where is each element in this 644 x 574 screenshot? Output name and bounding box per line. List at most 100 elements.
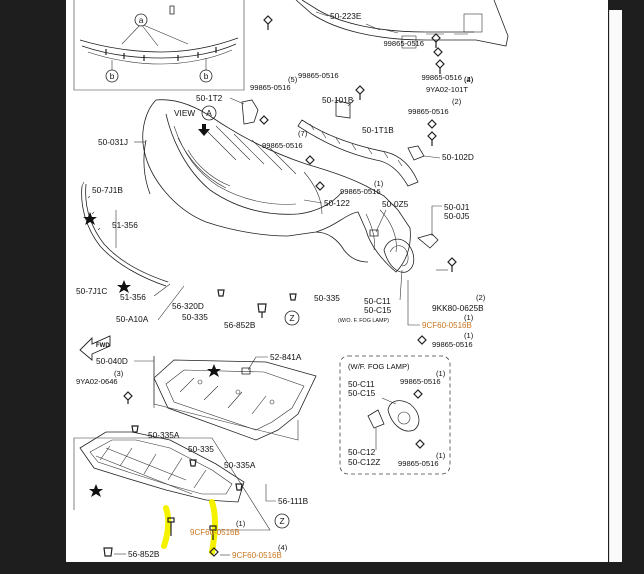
bolt-icon xyxy=(355,85,365,100)
label-50-335-a: 50-335 xyxy=(182,312,208,322)
side-moulding-50-7J1B xyxy=(81,181,169,287)
label-99865-0516-c: 99865-0516 xyxy=(250,83,291,92)
qty-3: (3) xyxy=(114,369,124,378)
label-9YA02-0646: 9YA02-0646 xyxy=(76,377,118,386)
bolt-icon xyxy=(123,391,133,404)
label-50-C12Z: 50-C12Z xyxy=(348,457,380,467)
clip-icon xyxy=(103,547,113,557)
qty-1-d: (1) xyxy=(436,369,446,378)
view-letter-a: A xyxy=(206,108,212,118)
front-bumper-fascia xyxy=(142,99,411,273)
bolt-icon xyxy=(263,15,273,30)
callout-b-left: b xyxy=(110,71,115,81)
star-icon xyxy=(207,364,221,377)
zone-z-marker: Z xyxy=(289,313,294,323)
label-50-7J1B: 50-7J1B xyxy=(92,185,123,195)
label-50-C15-b: 50-C15 xyxy=(348,388,376,398)
label-50-1T1B: 50-1T1B xyxy=(362,125,394,135)
qty-4-a: (4) xyxy=(464,75,474,84)
view-arrow-icon xyxy=(198,124,210,136)
bolt-icon xyxy=(315,181,325,191)
bolt-icon xyxy=(259,115,269,125)
label-56-111B: 56-111B xyxy=(278,496,309,506)
label-50-223E: 50-223E xyxy=(330,11,362,21)
label-50-335A-b: 50-335A xyxy=(224,460,256,470)
label-52-841A: 52-841A xyxy=(270,352,302,362)
bolt-icon xyxy=(447,257,457,272)
label-99865-0516-h: 99865-0516 xyxy=(340,187,381,196)
highlight-mark-left xyxy=(161,505,172,549)
parts-diagram-sheet: a b b 50-223E 99865-0516 99865-0516 (2) … xyxy=(66,0,608,562)
label-9YA02-101T: 9YA02-101T xyxy=(426,85,468,94)
bolt-icon xyxy=(427,131,437,146)
label-99865-0516-f: 99865-0516 xyxy=(408,107,449,116)
vertical-scrollbar[interactable] xyxy=(609,10,622,562)
label-50-C15-a: 50-C15 xyxy=(364,305,392,315)
label-50-7J1C: 50-7J1C xyxy=(76,286,107,296)
label-50-1T2: 50-1T2 xyxy=(196,93,223,103)
label-9CF60-0516B-highlight-c: 9CF60-0516B xyxy=(232,551,282,560)
clip-icon xyxy=(189,459,197,467)
label-51-356-a: 51-356 xyxy=(112,220,138,230)
label-with-fog-lamp: (W/F. FOG LAMP) xyxy=(348,362,410,371)
label-50-C11-b: 50-C11 xyxy=(348,379,375,389)
bolt-icon xyxy=(209,547,219,557)
bolt-icon xyxy=(431,33,441,48)
bracket-50-102D xyxy=(407,145,425,161)
bumper-reinforcement: 50-223E 99865-0516 99865-0516 (2) (4) 9Y… xyxy=(263,0,509,94)
lower-under-cover-56-111B xyxy=(79,431,245,503)
clip-icon xyxy=(235,483,243,491)
label-9CF60-0516B-highlight-b: 9CF60-0516B xyxy=(190,528,240,537)
bolt-icon xyxy=(427,119,437,129)
label-50-0Z5: 50-0Z5 xyxy=(382,199,409,209)
label-9CF60-0516B-highlight-a: 9CF60-0516B xyxy=(422,321,472,330)
clip-icon xyxy=(131,425,139,433)
label-50-101B: 50-101B xyxy=(322,95,354,105)
forward-arrow-icon: FWD xyxy=(79,335,111,361)
window-frame-left xyxy=(0,0,66,574)
view-label: VIEW xyxy=(174,108,195,118)
star-icon xyxy=(117,280,131,293)
bolt-icon xyxy=(433,47,443,57)
label-50-335-c: 50-335 xyxy=(188,444,214,454)
highlight-mark-right xyxy=(209,499,218,555)
label-99865-0516-top: 99865-0516 xyxy=(383,39,424,48)
qty-5: (5) xyxy=(288,75,298,84)
label-50-C12: 50-C12 xyxy=(348,447,376,457)
star-icon xyxy=(83,212,97,225)
label-99865-0516-k: 99865-0516 xyxy=(398,459,439,468)
window-frame-right xyxy=(624,0,644,574)
label-50-040D: 50-040D xyxy=(96,356,128,366)
callout-b-right: b xyxy=(204,71,209,81)
label-50-102D: 50-102D xyxy=(442,152,474,162)
label-50-C11-a: 50-C11 xyxy=(364,296,391,306)
clip-icon xyxy=(217,289,225,297)
label-50-031J: 50-031J xyxy=(98,137,128,147)
label-50-A10A: 50-A10A xyxy=(116,314,149,324)
label-99865-0516-b: 99865-0516 xyxy=(421,73,462,82)
fog-bezel-without-fog-lamp xyxy=(383,238,415,273)
label-99865-0516-j: 99865-0516 xyxy=(400,377,441,386)
label-50-335A-a: 50-335A xyxy=(148,430,180,440)
clip-detail-inset: a b b xyxy=(73,0,245,91)
fwd-label: FWD xyxy=(96,343,110,349)
qty-2-c: (2) xyxy=(476,293,486,302)
label-99865-0516-i: 99865-0516 xyxy=(432,340,473,349)
callout-a: a xyxy=(139,15,144,25)
qty-2-a: (2) xyxy=(464,75,474,84)
bolt-icon xyxy=(415,439,425,449)
label-99865-0516-g: 99865-0516 xyxy=(262,141,303,150)
bolt-icon xyxy=(305,155,315,165)
qty-7: (7) xyxy=(298,129,308,138)
qty-1-c: (1) xyxy=(464,331,474,340)
qty-2-b: (2) xyxy=(452,97,462,106)
label-56-852B-a: 56-852B xyxy=(224,320,256,330)
label-50-0J5: 50-0J5 xyxy=(444,211,470,221)
label-50-122: 50-122 xyxy=(324,198,350,208)
label-without-fog-lamp: (W/O. F. FOG LAMP) xyxy=(338,318,389,324)
label-50-335-b: 50-335 xyxy=(314,293,340,303)
zone-z-marker-2: Z xyxy=(279,516,284,526)
bolt-icon xyxy=(413,389,423,399)
clip-icon xyxy=(289,293,297,301)
label-56-852B-b: 56-852B xyxy=(128,549,160,559)
